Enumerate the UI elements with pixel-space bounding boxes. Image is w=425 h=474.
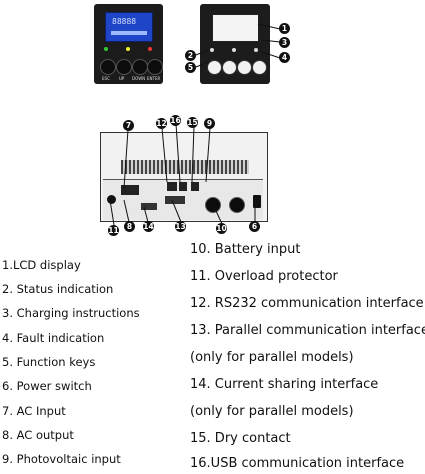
status-led-1	[210, 48, 214, 52]
callout-13: 13	[175, 221, 186, 232]
led-yellow	[126, 47, 130, 51]
key-label-down: DOWN	[132, 76, 146, 81]
callout-3: 3	[279, 37, 290, 48]
usb-port[interactable]	[179, 182, 187, 191]
legend-right-14-note: (only for parallel models)	[190, 404, 354, 419]
rear-leader-lines	[109, 123, 256, 226]
callout-9: 9	[204, 118, 215, 129]
overload-protector-button[interactable]	[107, 195, 116, 204]
function-key-2[interactable]	[222, 60, 237, 75]
battery-terminal-neg	[229, 197, 245, 213]
callout-11: 11	[108, 225, 119, 236]
legend-left-8: 8. AC output	[2, 428, 74, 442]
callout-4: 4	[279, 52, 290, 63]
legend-right-10: 10. Battery input	[190, 242, 301, 257]
legend-right-13: 13. Parallel communication interface	[190, 323, 425, 338]
callout-6: 6	[249, 221, 260, 232]
key-label-esc: ESC	[102, 76, 110, 81]
key-label-enter: ENTER	[147, 76, 161, 81]
rs232-port[interactable]	[167, 182, 177, 191]
lcd-bar	[111, 31, 147, 35]
status-led-3	[254, 48, 258, 52]
key-up[interactable]	[116, 59, 132, 75]
callout-8: 8	[124, 221, 135, 232]
legend-left-9: 9. Photovoltaic input	[2, 452, 121, 466]
function-key-4[interactable]	[252, 60, 267, 75]
lcd-screen-diagram	[212, 14, 259, 42]
legend-left-3: 3. Charging instructions	[2, 306, 140, 320]
power-switch-rocker[interactable]	[253, 195, 261, 208]
callout-15: 15	[187, 117, 198, 128]
callout-14: 14	[143, 221, 154, 232]
lcd-readout: 88888	[112, 17, 137, 26]
callout-16: 16	[170, 115, 181, 126]
current-sharing-port[interactable]	[141, 203, 157, 210]
callout-7: 7	[123, 120, 134, 131]
legend-right-16: 16.USB communication interface	[190, 456, 405, 471]
ac-terminal-block	[121, 185, 139, 195]
legend-left-2: 2. Status indication	[2, 282, 114, 296]
callout-1: 1	[279, 23, 290, 34]
legend-right-12: 12. RS232 communication interface	[190, 296, 424, 311]
legend-right-11: 11. Overload protector	[190, 269, 338, 284]
front-panel-blue: 88888 ESC UP DOWN ENTER	[94, 4, 163, 84]
callout-2: 2	[185, 50, 196, 61]
led-red	[148, 47, 152, 51]
rear-vent-top	[121, 160, 249, 174]
legend-right-14: 14. Current sharing interface	[190, 377, 379, 392]
front-leader-lines	[195, 23, 281, 68]
legend-left-5: 5. Function keys	[2, 355, 96, 369]
legend-right-15: 15. Dry contact	[190, 431, 291, 446]
legend-left-1: 1.LCD display	[2, 258, 81, 272]
lcd-screen-blue: 88888	[105, 12, 153, 42]
legend-left-4: 4. Fault indication	[2, 331, 105, 345]
key-enter[interactable]	[147, 59, 163, 75]
legend-left-6: 6. Power switch	[2, 379, 92, 393]
function-key-1[interactable]	[207, 60, 222, 75]
dry-contact[interactable]	[191, 182, 199, 191]
callout-5: 5	[185, 62, 196, 73]
callout-10: 10	[216, 223, 227, 234]
legend-right-13-note: (only for parallel models)	[190, 350, 354, 365]
led-green	[104, 47, 108, 51]
parallel-port[interactable]	[165, 196, 185, 204]
status-led-2	[232, 48, 236, 52]
key-esc[interactable]	[100, 59, 116, 75]
function-key-3[interactable]	[237, 60, 252, 75]
key-label-up: UP	[119, 76, 125, 81]
legend-left-7: 7. AC Input	[2, 404, 66, 418]
callout-12: 12	[156, 118, 167, 129]
rear-panel	[100, 132, 268, 222]
front-panel-diagram	[200, 4, 270, 84]
